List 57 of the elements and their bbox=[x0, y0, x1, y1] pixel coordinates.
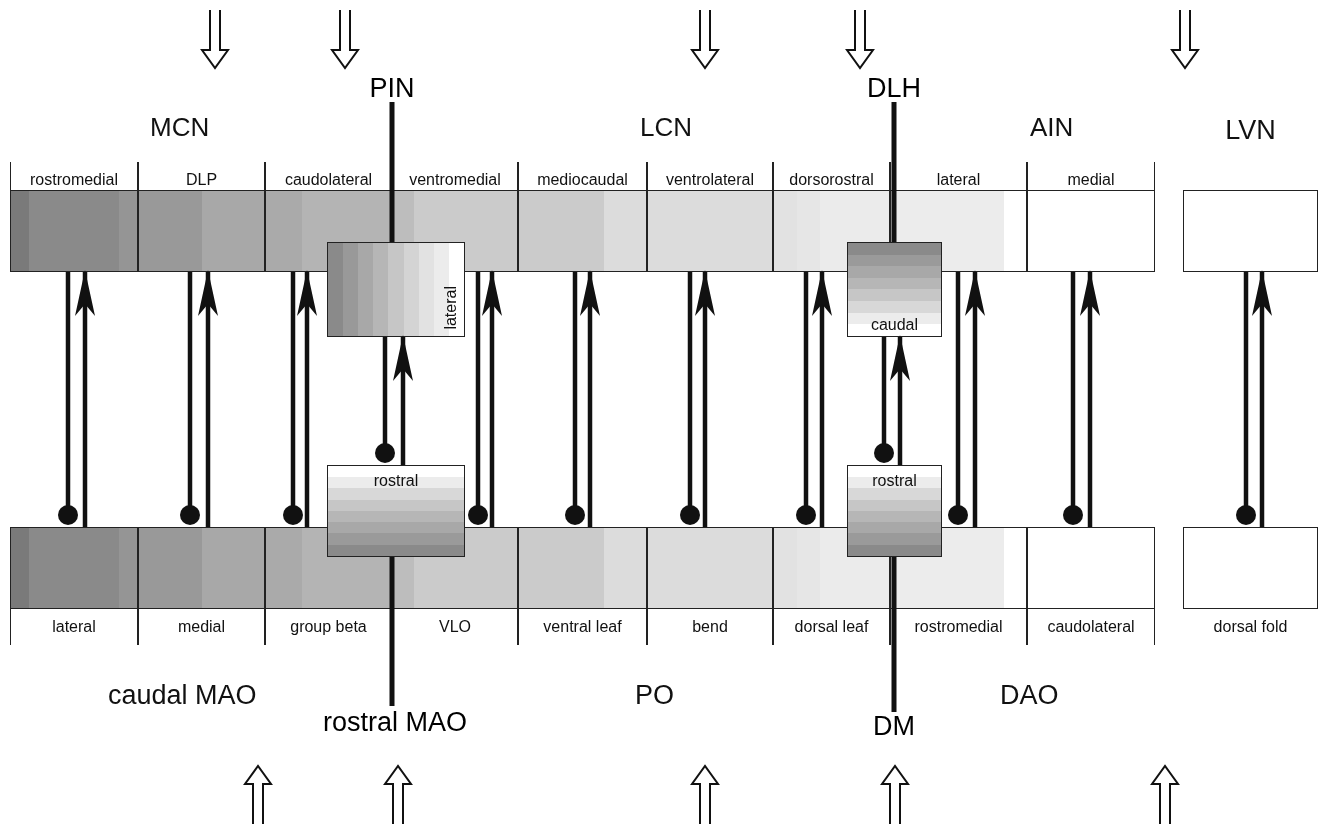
projection-arrow bbox=[812, 270, 832, 527]
subdivision-label: dorsal leaf bbox=[773, 609, 890, 645]
subdivision-label: LVN bbox=[1224, 114, 1277, 147]
projection-arrow bbox=[482, 270, 502, 527]
subdivision-label: bend bbox=[647, 609, 773, 645]
subdivision-label: lateral bbox=[10, 609, 138, 645]
region-label: caudal MAO bbox=[108, 680, 257, 711]
region-label: DLH bbox=[854, 70, 934, 106]
inhibitory-connector bbox=[680, 272, 700, 525]
subdivision-label: caudolateral bbox=[1027, 609, 1155, 645]
projection-arrow bbox=[695, 270, 715, 527]
inhibitory-connector bbox=[468, 272, 488, 525]
inhibitory-connector bbox=[796, 272, 816, 525]
box-label: rostral bbox=[871, 472, 918, 490]
subdivision-label: rostromedial bbox=[890, 609, 1027, 645]
inhibitory-connector bbox=[948, 272, 968, 525]
projection-arrow bbox=[393, 335, 413, 465]
region-label: LCN bbox=[640, 112, 692, 143]
projection-box bbox=[847, 465, 942, 557]
region-label: rostral MAO bbox=[300, 702, 490, 742]
region-label: PIN bbox=[357, 70, 427, 106]
projection-arrow bbox=[198, 270, 218, 527]
subdivision-label: medial bbox=[138, 609, 265, 645]
inhibitory-connector bbox=[565, 272, 585, 525]
region-label: PO bbox=[635, 680, 674, 711]
box-label: lateral bbox=[442, 286, 460, 330]
inhibitory-connector bbox=[283, 272, 303, 525]
projection-arrow bbox=[1080, 270, 1100, 527]
projection-arrow bbox=[965, 270, 985, 527]
subdivision-label: ventral leaf bbox=[518, 609, 647, 645]
box-label: caudal bbox=[869, 316, 920, 334]
projection-box bbox=[327, 242, 465, 337]
inhibitory-connector bbox=[375, 337, 395, 463]
box-label: rostral bbox=[372, 472, 420, 490]
region-label: DAO bbox=[1000, 680, 1059, 711]
projection-arrow bbox=[890, 335, 910, 465]
projection-arrow bbox=[580, 270, 600, 527]
region-label: AIN bbox=[1030, 112, 1074, 143]
leader-line bbox=[389, 557, 395, 706]
leader-line bbox=[389, 102, 395, 242]
inhibitory-connector bbox=[1236, 272, 1256, 525]
leader-line bbox=[891, 557, 897, 712]
subdivision-label: dorsal fold bbox=[1212, 617, 1289, 637]
region-label: MCN bbox=[150, 112, 210, 143]
leader-line bbox=[891, 102, 897, 242]
region-label: DM bbox=[859, 708, 929, 744]
projection-box bbox=[847, 242, 942, 337]
inhibitory-connector bbox=[874, 337, 894, 463]
subdivision-label: group beta bbox=[265, 609, 392, 645]
projection-arrow bbox=[297, 270, 317, 527]
inhibitory-connector bbox=[58, 272, 78, 525]
inhibitory-connector bbox=[1063, 272, 1083, 525]
projection-arrow bbox=[1252, 270, 1272, 527]
projection-box bbox=[327, 465, 465, 557]
subdivision-label: VLO bbox=[392, 609, 518, 645]
projection-arrow bbox=[75, 270, 95, 527]
inhibitory-connector bbox=[180, 272, 200, 525]
